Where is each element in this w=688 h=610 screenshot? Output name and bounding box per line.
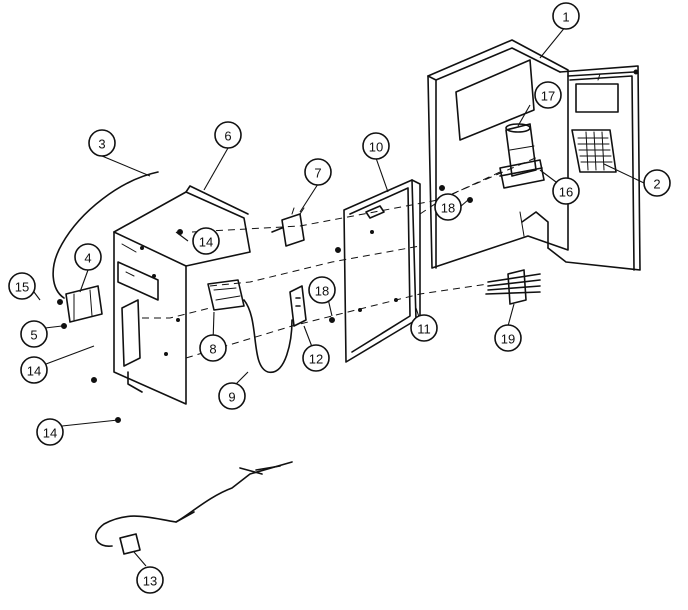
callout-label: 14 bbox=[43, 426, 57, 441]
callout-label: 13 bbox=[143, 574, 157, 589]
callout-label: 4 bbox=[84, 251, 91, 266]
wire-harness-part bbox=[52, 171, 159, 299]
explosion-guide-lines bbox=[142, 155, 541, 359]
callout-label: 8 bbox=[209, 342, 216, 357]
callout-label: 2 bbox=[653, 177, 660, 192]
callout-label: 3 bbox=[98, 137, 105, 152]
callout-label: 14 bbox=[27, 364, 41, 379]
callout-17: 17 bbox=[534, 81, 562, 109]
capacitor-part bbox=[505, 123, 537, 177]
callout-7: 7 bbox=[304, 158, 332, 186]
callout-14-top: 14 bbox=[192, 227, 220, 255]
capacitor-bracket-part bbox=[499, 159, 545, 189]
callout-10: 10 bbox=[362, 132, 390, 160]
terminal-part bbox=[289, 285, 307, 327]
callout-5: 5 bbox=[20, 320, 48, 348]
callout-label: 17 bbox=[541, 89, 555, 104]
callout-19: 19 bbox=[494, 324, 522, 352]
callout-label: 16 bbox=[559, 185, 573, 200]
selector-switch-part bbox=[207, 279, 293, 373]
callout-4: 4 bbox=[74, 243, 102, 271]
vent-grille-part bbox=[571, 129, 617, 173]
callout-12: 12 bbox=[302, 344, 330, 372]
callout-6: 6 bbox=[214, 121, 242, 149]
callout-label: 14 bbox=[199, 235, 213, 250]
callout-label: 1 bbox=[562, 10, 569, 25]
callout-15: 15 bbox=[8, 272, 36, 300]
cabinet-housing-part bbox=[427, 39, 641, 271]
callout-13: 13 bbox=[136, 566, 164, 594]
callout-label: 10 bbox=[369, 140, 383, 155]
callout-label: 19 bbox=[501, 332, 515, 347]
control-panel-part bbox=[343, 179, 421, 363]
wire-bundle-part bbox=[485, 269, 541, 305]
callout-14-bottom: 14 bbox=[36, 418, 64, 446]
callout-14-mid: 14 bbox=[20, 356, 48, 384]
callout-label: 12 bbox=[309, 352, 323, 367]
callout-label: 6 bbox=[224, 129, 231, 144]
power-cord-part bbox=[95, 461, 293, 555]
callout-label: 18 bbox=[441, 201, 455, 216]
screws bbox=[57, 185, 473, 423]
rotary-switch-part bbox=[271, 207, 305, 247]
callout-label: 9 bbox=[228, 390, 235, 405]
callout-18-left: 18 bbox=[308, 276, 336, 304]
callout-16: 16 bbox=[552, 177, 580, 205]
callout-label: 18 bbox=[315, 284, 329, 299]
callout-2: 2 bbox=[643, 169, 671, 197]
callout-label: 7 bbox=[314, 166, 321, 181]
callout-3: 3 bbox=[88, 129, 116, 157]
callout-8: 8 bbox=[199, 334, 227, 362]
callout-1: 1 bbox=[552, 2, 580, 30]
callout-18-right: 18 bbox=[434, 193, 462, 221]
callout-label: 15 bbox=[15, 280, 29, 295]
control-box-part bbox=[113, 185, 251, 405]
callout-label: 11 bbox=[417, 322, 431, 337]
callout-9: 9 bbox=[218, 382, 246, 410]
callout-11: 11 bbox=[410, 314, 438, 342]
wire-connector-part bbox=[65, 285, 103, 323]
callout-label: 5 bbox=[30, 328, 37, 343]
